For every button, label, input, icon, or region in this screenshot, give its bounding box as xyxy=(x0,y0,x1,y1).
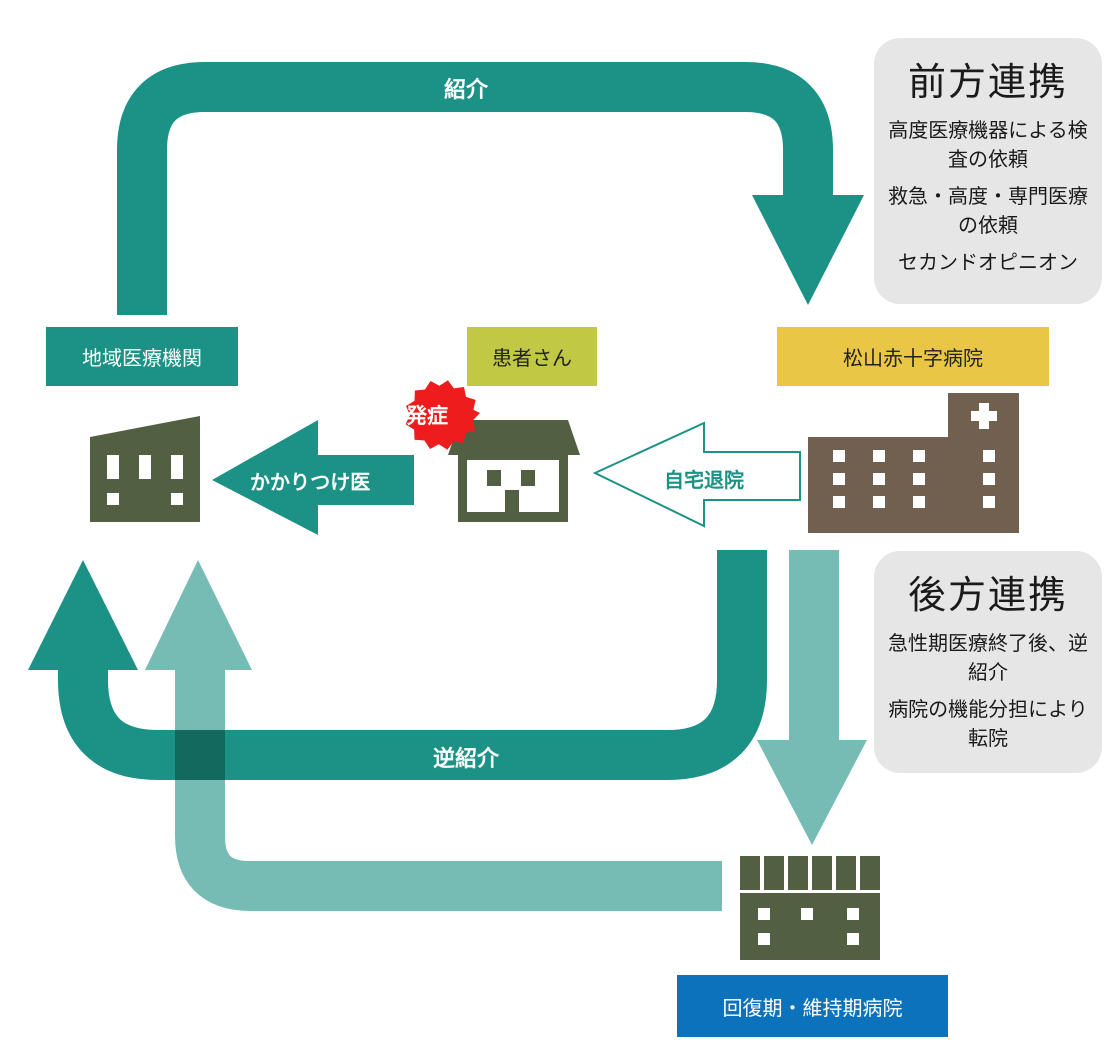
onset-label: 発症 xyxy=(406,404,448,428)
reverse-referral-arrowhead xyxy=(28,560,138,670)
home-discharge-arrow xyxy=(592,421,801,528)
forward-item: セカンドオピニオン xyxy=(898,250,1078,274)
recovery-hospital-building-icon xyxy=(740,856,880,960)
hospital-building-icon xyxy=(808,393,1019,533)
backward-item: 急性期医療終了後、逆紹介 xyxy=(888,631,1088,684)
referral-arrow xyxy=(117,62,833,315)
home-discharge-label: 自宅退院 xyxy=(664,468,744,492)
onset-burst-icon xyxy=(405,380,480,450)
hospital-label: 松山赤十字病院 xyxy=(777,327,1049,386)
reverse-referral-label: 逆紹介 xyxy=(433,747,500,772)
backward-item: 病院の機能分担により転院 xyxy=(888,697,1088,750)
recovery-hospital-label: 回復期・維持期病院 xyxy=(677,975,948,1037)
recovery-return-arrowhead xyxy=(145,560,252,670)
local-clinic-label: 地域医療機関 xyxy=(46,327,238,386)
forward-cooperation-panel: 前方連携 高度医療機器による検査の依頼 救急・高度・専門医療の依頼 セカンドオピ… xyxy=(874,38,1102,304)
arrow-overlap xyxy=(175,730,225,780)
recovery-return-arrow xyxy=(175,668,722,911)
patient-label: 患者さん xyxy=(467,327,597,386)
forward-item: 高度医療機器による検査の依頼 xyxy=(888,118,1088,171)
reverse-referral-arrow xyxy=(58,550,767,780)
home-icon xyxy=(448,420,580,522)
clinic-building-icon xyxy=(90,416,200,522)
forward-panel-title: 前方連携 xyxy=(907,60,1068,104)
backward-panel-title: 後方連携 xyxy=(907,573,1068,617)
transfer-arrowhead xyxy=(757,740,867,845)
referral-arrowhead xyxy=(752,195,864,305)
transfer-arrow-shaft xyxy=(789,550,839,740)
backward-cooperation-panel: 後方連携 急性期医療終了後、逆紹介 病院の機能分担により転院 xyxy=(874,551,1102,773)
family-doctor-label: かかりつけ医 xyxy=(250,470,371,494)
forward-item: 救急・高度・専門医療の依頼 xyxy=(888,184,1088,237)
family-doctor-arrow xyxy=(212,420,414,535)
referral-label: 紹介 xyxy=(444,78,489,103)
